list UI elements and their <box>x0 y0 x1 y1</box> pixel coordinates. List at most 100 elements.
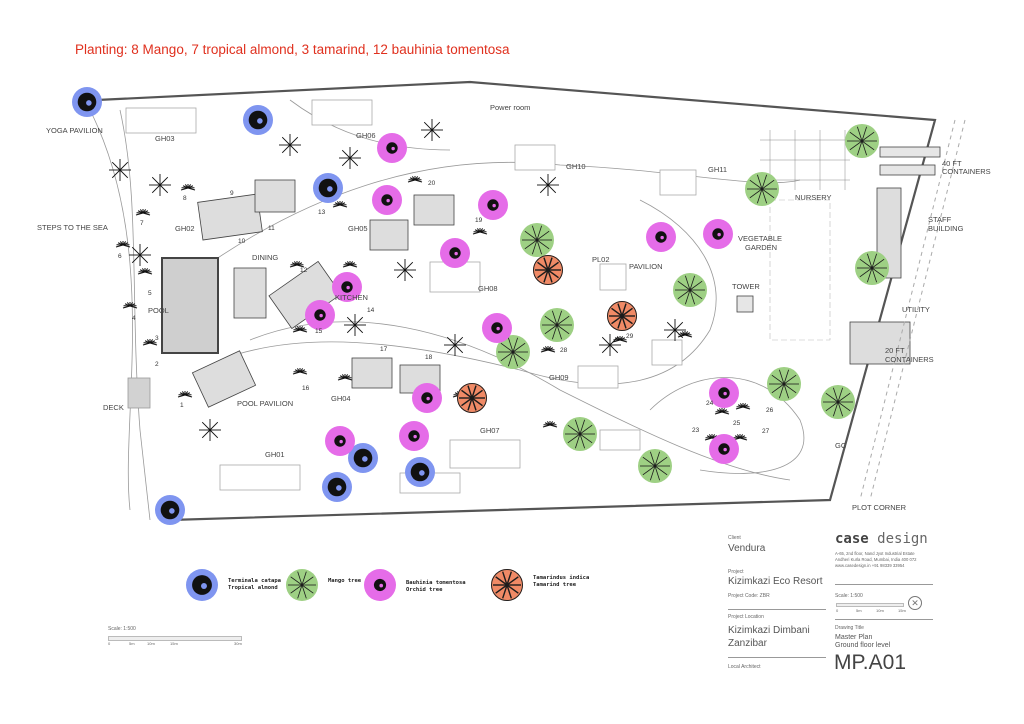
label-pool-pavilion: POOL PAVILION <box>237 399 293 408</box>
label-tower: TOWER <box>732 282 760 291</box>
label-gh11: GH11 <box>708 165 727 174</box>
scale-tick: 15m <box>170 641 178 646</box>
palm-tree-icon <box>142 339 158 346</box>
label-utility: UTILITY <box>902 305 930 314</box>
scale-tick: 5m <box>129 641 135 646</box>
tree-number: 9 <box>230 190 234 197</box>
palm-tree-icon <box>292 368 308 375</box>
label-pool: POOL <box>148 306 169 315</box>
label-nursery: NURSERY <box>795 193 832 202</box>
tree-number: 14 <box>367 307 375 314</box>
label-pl02: PL02 <box>592 255 610 264</box>
shrub-icon <box>444 334 466 356</box>
firm-address-1: A-65, 2nd floor, Nand Jyot Industrial Es… <box>835 551 915 556</box>
label-kitchen: KITCHEN <box>335 293 368 302</box>
label-gh01: GH01 <box>265 450 285 459</box>
label-containers-40-b: CONTAINERS <box>942 167 991 176</box>
palm-tree-icon <box>177 391 193 398</box>
tamarind-tree-icon <box>491 569 523 601</box>
shrub-icon <box>664 319 686 341</box>
label-veg-a: VEGETABLE <box>738 234 782 243</box>
label-staff-a: STAFF <box>928 215 952 224</box>
almond-tree-icon <box>186 569 218 601</box>
shrub-icon <box>421 119 443 141</box>
legend-mango-icon <box>286 569 318 601</box>
bauhinia-tree-icon <box>412 383 442 413</box>
scale-tick: 10m <box>876 608 884 613</box>
tree-number: 18 <box>425 354 433 361</box>
tree-number: 16 <box>302 385 310 392</box>
tree-number: 7 <box>140 220 144 227</box>
bauhinia-tree-icon <box>709 434 739 464</box>
tree-number: 17 <box>380 346 388 353</box>
drawing-title-2: Ground floor level <box>835 642 891 649</box>
buildings <box>127 146 941 409</box>
project-code: Project Code: ZBR <box>728 593 770 599</box>
palm-tree-icon <box>735 403 751 410</box>
bauhinia-tree-icon <box>478 190 508 220</box>
label-plot-corner: PLOT CORNER <box>852 503 907 512</box>
location-line-2: Zanzibar <box>728 638 767 649</box>
tree-number: 20 <box>428 180 436 187</box>
legend-mango-label: Mango tree <box>328 578 362 584</box>
dashed-edge <box>859 119 966 501</box>
shrub-icon <box>599 334 621 356</box>
tree-number: 8 <box>183 195 187 202</box>
mango-tree-icon <box>845 124 879 158</box>
label-staff-b: BUILDING <box>928 224 964 233</box>
tree-number: 12 <box>300 267 308 274</box>
label-gh10: GH10 <box>566 162 586 171</box>
firm-address-3: www.casedesign.in +91 98339 33954 <box>835 563 905 568</box>
shrub-icon <box>537 174 559 196</box>
mango-tree-icon <box>563 417 597 451</box>
shrub-icon <box>339 147 361 169</box>
client-name: Vendura <box>728 543 766 554</box>
scale-label: Scale: 1:500 <box>835 593 863 599</box>
vegetable-beds <box>769 199 831 341</box>
tree-number: 2 <box>155 361 159 368</box>
legend-bauhinia-icon <box>364 569 396 601</box>
tree-number: 1 <box>180 402 184 409</box>
tree-number: 11 <box>268 225 275 232</box>
plot-boundary <box>96 80 937 522</box>
scale-bar <box>836 603 904 607</box>
scale-label-left: Scale: 1:500 <box>108 626 136 632</box>
mango-tree-icon <box>855 251 889 285</box>
outline-buildings <box>125 99 697 494</box>
palm-tree-icon <box>180 184 196 191</box>
bauhinia-tree-icon <box>703 219 733 249</box>
palm-tree-icon <box>677 331 693 338</box>
mango-tree-icon <box>821 385 855 419</box>
label-deck: DECK <box>103 403 124 412</box>
legend-tamarind-icon <box>491 569 523 601</box>
tree-number: 3 <box>155 335 159 342</box>
scale-bar-left <box>108 636 242 641</box>
label-yoga-pavilion: YOGA PAVILION <box>46 126 103 135</box>
drawing-title-label: Drawing Title <box>835 625 864 631</box>
palm-tree-icon <box>612 336 628 343</box>
label-gh07: GH07 <box>480 426 500 435</box>
mango-tree-icon <box>767 367 801 401</box>
tree-number: 28 <box>560 347 568 354</box>
firm-logo: case design <box>835 531 928 547</box>
palm-tree-icon <box>332 201 348 208</box>
bauhinia-tree-icon <box>332 272 362 302</box>
mango-tree-icon <box>286 569 318 601</box>
label-power-room: Power room <box>490 103 530 112</box>
almond-tree-icon <box>313 173 343 203</box>
bauhinia-tree-icon <box>305 300 335 330</box>
bauhinia-tree-icon <box>646 222 676 252</box>
palm-tree-icon <box>135 209 151 216</box>
palm-tree-icon <box>137 268 153 275</box>
palm-tree-icon <box>342 261 358 268</box>
label-steps: STEPS TO THE SEA <box>37 223 108 232</box>
palm-tree-icon <box>115 241 131 248</box>
label-gh02: GH02 <box>175 224 195 233</box>
north-arrow-icon: ✕ <box>908 596 922 610</box>
local-architect-label: Local Architect <box>728 664 761 670</box>
mango-tree-icon <box>540 308 574 342</box>
bauhinia-tree-icon <box>377 133 407 163</box>
bauhinia-tree-icon <box>482 313 512 343</box>
